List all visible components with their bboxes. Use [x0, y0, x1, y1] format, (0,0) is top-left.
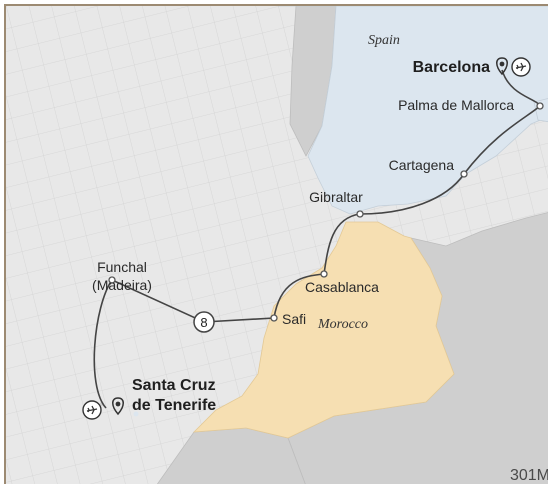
map-code: 301M	[510, 467, 548, 484]
canary-island	[133, 411, 139, 417]
country-label-morocco: Morocco	[317, 317, 368, 332]
stop-marker-gibraltar	[356, 210, 364, 218]
stop-marker-safi	[270, 314, 278, 322]
stop-marker-funchal	[108, 276, 116, 284]
cruise-route-map: 8 Spain Morocco	[6, 6, 548, 484]
spain	[278, 6, 548, 215]
sea-days-count: 8	[200, 315, 207, 330]
map-frame: 8 Spain Morocco	[4, 4, 548, 484]
morocco	[192, 221, 455, 439]
port-label-de-tenerife: de Tenerife	[132, 397, 216, 414]
stop-marker-cartagena	[460, 170, 468, 178]
port-label-safi: Safi	[282, 311, 306, 327]
stop-marker-palma	[536, 102, 544, 110]
location-pin-icon	[496, 57, 508, 76]
port-label-santa-cruz: Santa Cruz	[132, 377, 216, 394]
port-label-madeira: (Madeira)	[92, 277, 152, 293]
port-label-funchal: Funchal	[97, 259, 147, 275]
airplane-icon	[82, 400, 102, 420]
stop-marker-casablanca	[320, 270, 328, 278]
location-pin-icon	[112, 397, 124, 416]
country-label-spain: Spain	[368, 33, 400, 48]
port-label-barcelona: Barcelona	[413, 59, 490, 76]
port-label-gibraltar: Gibraltar	[309, 189, 363, 205]
port-label-palma: Palma de Mallorca	[398, 97, 514, 113]
port-label-cartagena: Cartagena	[389, 157, 455, 173]
airplane-icon	[511, 57, 531, 77]
port-label-casablanca: Casablanca	[305, 279, 379, 295]
sea-days-badge: 8	[193, 311, 215, 333]
